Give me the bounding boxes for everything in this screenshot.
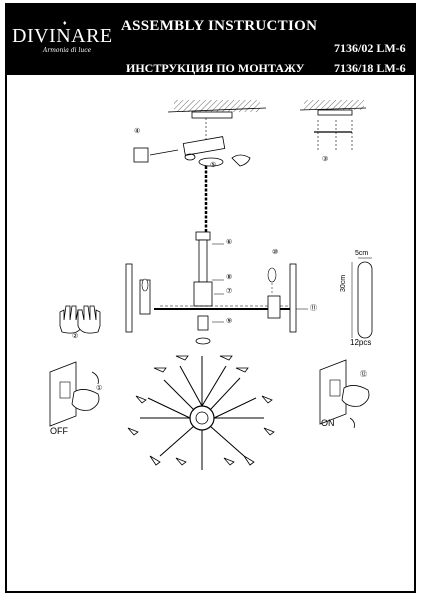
ceiling-detail-step3: [299, 100, 367, 150]
label-shade-quantity: 12pcs: [350, 338, 372, 347]
gloves-icon: [59, 305, 101, 334]
brand-logo: DIVINARE: [12, 25, 113, 47]
title-russian: ИНСТРУКЦИЯ ПО МОНТАЖУ: [126, 61, 305, 75]
step-10-marker: ⑩: [272, 249, 279, 256]
title-english: ASSEMBLY INSTRUCTION: [121, 18, 318, 34]
logo-flame-icon: ♦: [63, 19, 67, 27]
ceiling-mount-illustration: [167, 100, 267, 167]
header-bar: DIVINARE ♦ Armonia di luce ASSEMBLY INST…: [7, 5, 414, 75]
leader-lines: [212, 243, 308, 323]
step-4-marker: ④: [134, 128, 141, 135]
left-shade-panel: [125, 263, 151, 333]
label-shade-height: 30cm: [340, 274, 347, 292]
step-11-marker: ⑪: [310, 305, 317, 312]
step-9-marker: ⑨: [226, 318, 233, 325]
step-2-marker: ②: [72, 333, 79, 340]
step-7-marker: ⑦: [226, 288, 233, 295]
step-1-marker: ①: [96, 385, 103, 392]
page-border: [5, 3, 416, 593]
central-rod: [193, 231, 213, 345]
screwdriver-illustration: [133, 147, 251, 167]
glass-shade-dimension: [351, 257, 373, 339]
label-shade-width: 5cm: [355, 250, 369, 257]
step-12-marker: ⑫: [360, 371, 367, 378]
step-6-marker: ⑥: [226, 239, 233, 246]
step-3-marker: ③: [322, 156, 329, 163]
switch-on-illustration: [319, 359, 370, 429]
brand-tagline: Armonia di luce: [43, 47, 92, 54]
label-off: OFF: [50, 426, 68, 436]
model-number-1: 7136/02 LM-6: [334, 41, 406, 55]
chandelier-top-view: [127, 355, 275, 470]
right-shade-panel: [267, 263, 297, 333]
step-5-marker: ⑤: [210, 162, 217, 169]
model-number-2: 7136/18 LM-6: [334, 61, 406, 75]
step-8-marker: ⑧: [226, 274, 233, 281]
label-on: ON: [321, 418, 335, 428]
switch-off-illustration: [49, 361, 100, 427]
